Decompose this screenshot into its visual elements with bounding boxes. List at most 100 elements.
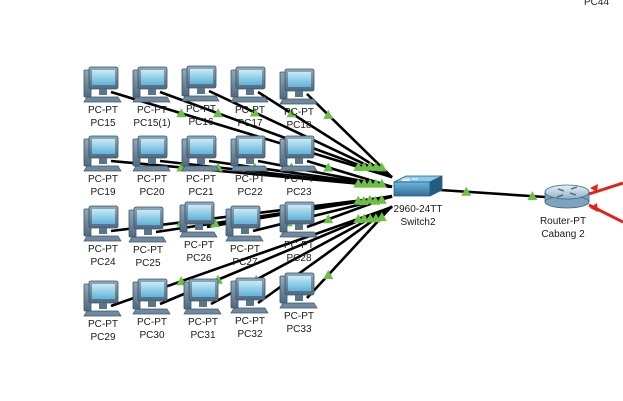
device-pc17[interactable]: PC-PT PC17 — [230, 66, 269, 129]
device-type-label: 2960-24TT — [394, 204, 443, 215]
link-switch2-router[interactable] — [439, 188, 546, 199]
device-type-label: PC-PT — [235, 174, 265, 185]
serial-link[interactable] — [588, 181, 623, 196]
device-type-label: PC-PT — [137, 317, 167, 328]
link-pc21-switch2[interactable] — [208, 159, 393, 189]
device-name-label: PC28 — [286, 253, 311, 264]
device-name-label: PC24 — [90, 257, 115, 268]
device-name-label: PC26 — [186, 253, 211, 264]
pc-icon — [132, 278, 171, 315]
link-up-indicator — [323, 109, 334, 119]
pc-icon — [279, 201, 318, 238]
link-up-indicator — [210, 218, 220, 228]
device-pc28[interactable]: PC-PT PC28 — [279, 201, 318, 264]
link-up-indicator — [176, 108, 187, 118]
device-name-label: PC31 — [190, 330, 215, 341]
link-up-indicator — [590, 184, 598, 192]
device-name-label: PC30 — [139, 330, 164, 341]
device-type-label: PC-PT — [284, 311, 314, 322]
device-type-label: PC-PT — [137, 174, 167, 185]
devices-layer: PC-PTPC15PC-PTPC15(1)PC-PTPC16PC-PTPC17P… — [83, 65, 590, 343]
device-pc16[interactable]: PC-PT PC16 — [181, 65, 220, 128]
device-type-label: PC-PT — [188, 317, 218, 328]
device-name-label: PC32 — [237, 329, 262, 340]
device-type-label: PC-PT — [88, 319, 118, 330]
device-name-label: PC16 — [188, 117, 213, 128]
device-switch2[interactable]: 2960-24TT Switch2 — [393, 175, 443, 228]
device-pc31[interactable]: PC-PT PC31 — [183, 278, 222, 341]
link-up-indicator — [376, 212, 387, 222]
device-name-label: PC22 — [237, 187, 262, 198]
device-type-label: PC-PT — [137, 105, 167, 116]
device-router-cabang-2[interactable]: Router-PT Cabang 2 — [540, 184, 590, 240]
device-type-label: PC-PT — [186, 104, 216, 115]
link-up-indicator — [590, 203, 598, 212]
link-pc15_1-switch2[interactable] — [159, 90, 393, 179]
link-up-indicator — [461, 186, 472, 196]
pc-icon — [83, 205, 122, 242]
link-pc18-switch2[interactable] — [306, 93, 393, 179]
device-name-label: PC19 — [90, 187, 115, 198]
device-pc15[interactable]: PC-PT PC15 — [83, 66, 122, 129]
device-type-label: PC-PT — [186, 174, 216, 185]
pc-icon — [83, 66, 122, 103]
device-name-label: PC17 — [237, 118, 262, 129]
device-pc26[interactable]: PC-PT PC26 — [179, 201, 218, 264]
device-pc29[interactable]: PC-PT PC29 — [83, 280, 122, 343]
device-type-label: PC-PT — [88, 105, 118, 116]
pc-icon — [83, 135, 122, 172]
device-name-label: PC20 — [139, 187, 164, 198]
device-pc32[interactable]: PC-PT PC32 — [230, 277, 269, 340]
device-name-label: Switch2 — [400, 217, 435, 228]
device-name-label: PC29 — [90, 332, 115, 343]
device-type-label: PC-PT — [235, 105, 265, 116]
device-type-label: PC-PT — [230, 244, 260, 255]
device-type-label: PC-PT — [184, 240, 214, 251]
device-pc27[interactable]: PC-PT PC27 — [225, 205, 264, 268]
router-icon — [544, 184, 590, 209]
device-pc30[interactable]: PC-PT PC30 — [132, 278, 171, 341]
device-type-label: PC-PT — [235, 316, 265, 327]
device-name-label: PC18 — [286, 120, 311, 131]
link-pc15-switch2[interactable] — [110, 90, 393, 179]
serial-status-leds — [590, 184, 598, 212]
pc-icon — [230, 66, 269, 103]
device-name-label: PC15 — [90, 118, 115, 129]
device-name-label: PC25 — [135, 258, 160, 269]
link-up-indicator — [376, 178, 387, 188]
link-up-indicator — [323, 162, 334, 172]
pc-icon — [181, 135, 220, 172]
link-up-indicator — [376, 162, 387, 172]
pc-icon — [181, 65, 220, 102]
device-pc22[interactable]: PC-PT PC22 — [230, 135, 269, 198]
device-type-label: PC-PT — [88, 244, 118, 255]
link-pc16-switch2[interactable] — [208, 89, 393, 179]
device-name-label: PC15(1) — [133, 118, 170, 129]
pc-icon — [83, 280, 122, 317]
link-up-indicator — [323, 214, 334, 224]
device-name-label: PC27 — [232, 257, 257, 268]
offscreen-device-label[interactable]: PC44 — [583, 0, 609, 8]
device-name-label: Cabang 2 — [541, 229, 585, 240]
pc-icon — [225, 205, 264, 242]
switch-icon — [393, 175, 443, 197]
link-up-indicator — [376, 194, 387, 204]
device-pc15_1[interactable]: PC-PT PC15(1) — [132, 66, 171, 129]
device-type-label: PC-PT — [284, 240, 314, 251]
link-up-indicator — [323, 269, 334, 279]
device-type-label: Router-PT — [540, 216, 586, 227]
device-pc24[interactable]: PC-PT PC24 — [83, 205, 122, 268]
link-up-indicator — [286, 108, 297, 118]
pc-icon — [279, 272, 318, 309]
pc-icon — [230, 277, 269, 314]
device-pc20[interactable]: PC-PT PC20 — [132, 135, 171, 198]
device-type-label: PC-PT — [284, 174, 314, 185]
pc-icon — [279, 135, 318, 172]
